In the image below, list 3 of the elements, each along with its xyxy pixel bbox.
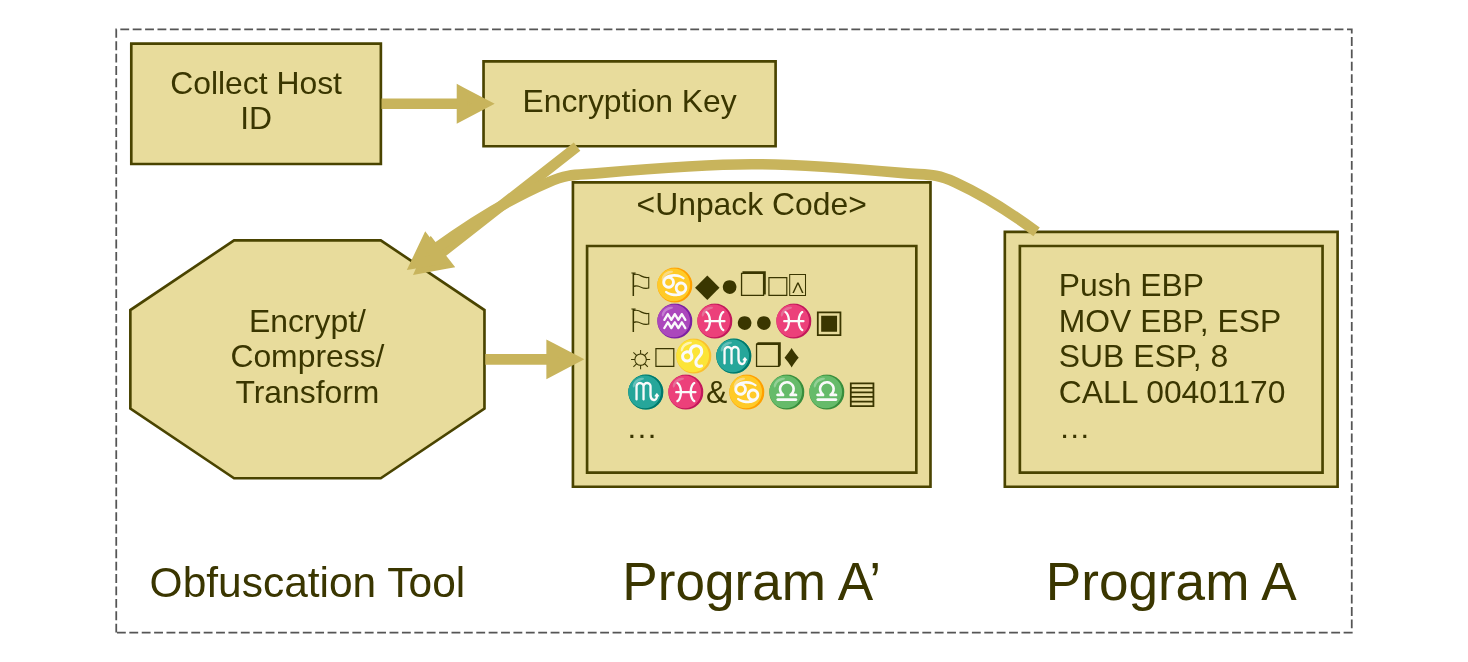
node-label: Program A (1045, 551, 1297, 611)
node-label: Program A’ (622, 551, 882, 611)
node-label: Obfuscation Tool (149, 559, 466, 607)
